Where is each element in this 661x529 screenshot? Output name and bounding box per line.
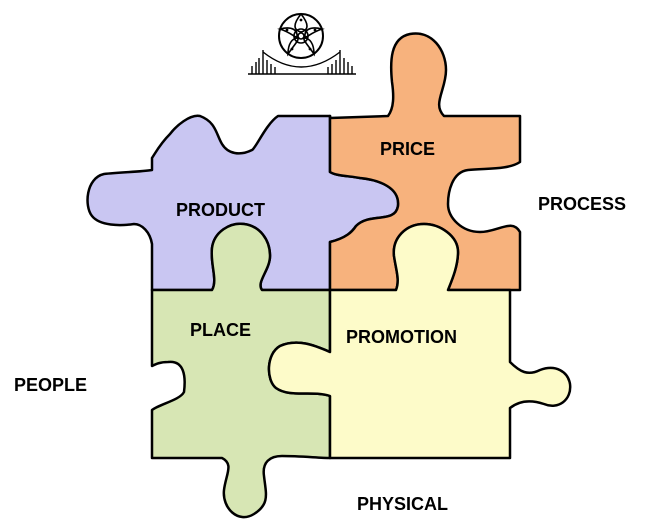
place-piece <box>150 222 332 519</box>
price-label: PRICE <box>380 139 435 159</box>
price-piece <box>328 32 522 292</box>
promotion-piece <box>267 222 572 460</box>
people-label: PEOPLE <box>14 375 87 395</box>
rose-bridge-logo-icon <box>248 12 356 75</box>
product-label: PRODUCT <box>176 200 265 220</box>
promotion-label: PROMOTION <box>346 327 457 347</box>
physical-label: PHYSICAL <box>357 494 448 514</box>
process-label: PROCESS <box>538 194 626 214</box>
place-label: PLACE <box>190 320 251 340</box>
